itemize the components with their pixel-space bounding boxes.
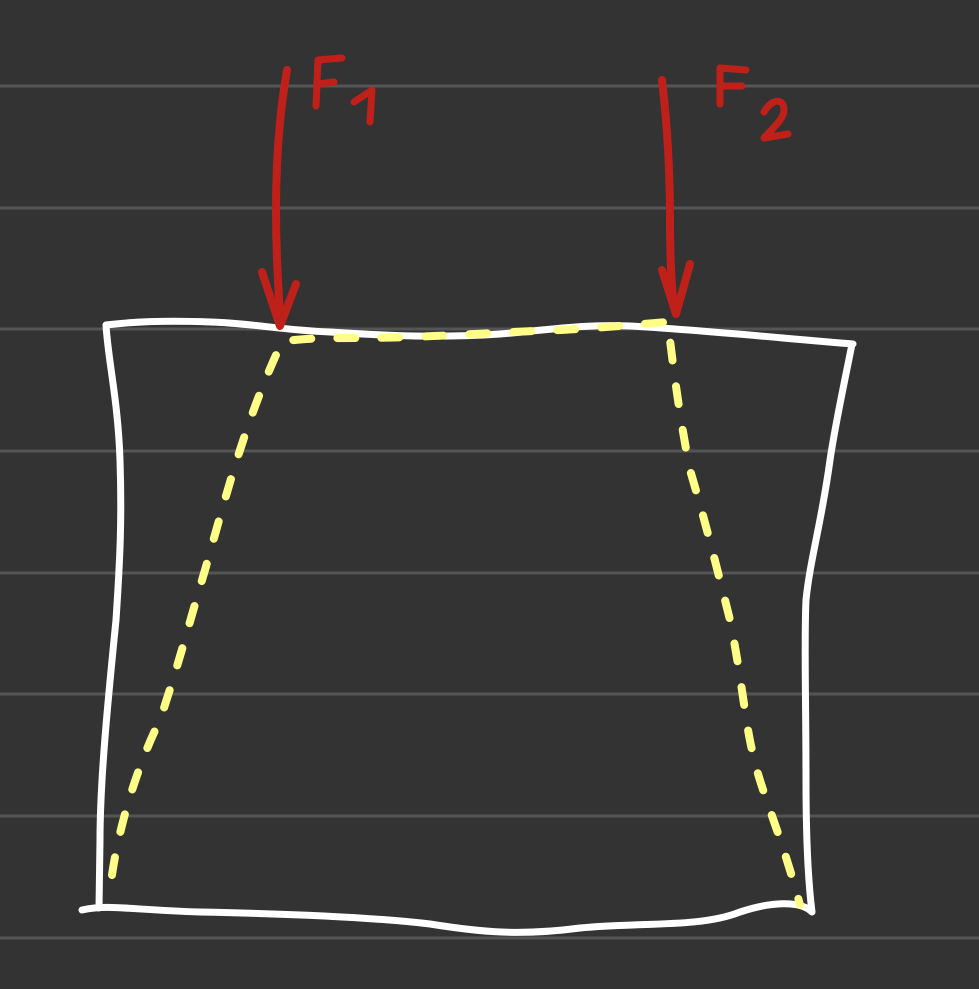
- force-f1-subscript-1: [350, 86, 376, 126]
- force-f1-shaft: [272, 66, 291, 320]
- force-f1-arrowhead: [258, 268, 300, 330]
- body-outline: [78, 317, 857, 936]
- force-f2-arrowhead: [658, 260, 694, 318]
- deformed-shape-outline: [108, 318, 804, 909]
- force-f2-subscript-2: [760, 97, 792, 142]
- ruled-lines: [0, 84, 979, 940]
- force-f2: F2: [658, 64, 792, 318]
- force-f2-shaft: [658, 76, 678, 312]
- force-f1: F1: [258, 54, 376, 330]
- force-f2-letter-f: [716, 64, 750, 108]
- force-f1-letter-f: [312, 54, 346, 110]
